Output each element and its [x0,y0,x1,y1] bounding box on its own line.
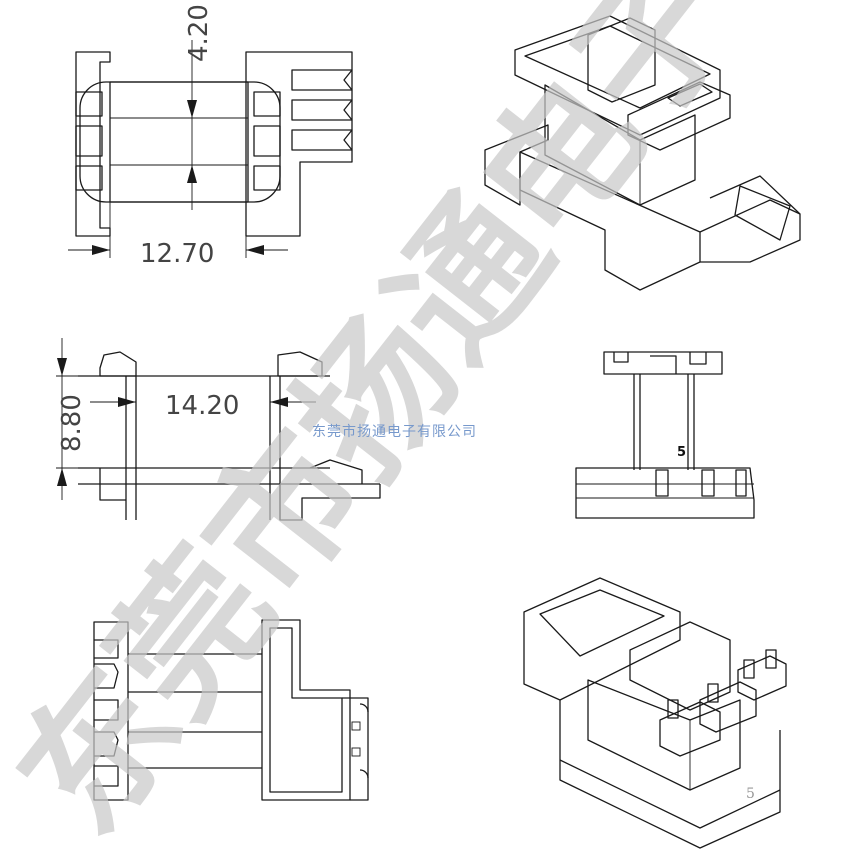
dim-top-width: 12.70 [140,239,214,269]
iso-pin-count-label: 5 [746,786,755,802]
iso-view-bottom: 5 [523,577,787,849]
dim-top-height: 4.20 [184,4,214,62]
watermark: 东莞市扬通电子 东莞市扬通电子有限公司 [0,0,770,858]
dim-front-width: 14.20 [165,391,239,421]
bottom-view [93,619,369,801]
iso-view-top [484,15,801,291]
watermark-small-text: 东莞市扬通电子有限公司 [312,423,477,440]
top-view: 4.20 12.70 [68,4,353,269]
side-view: 5 [575,351,755,519]
dim-front-height: 8.80 [57,394,87,452]
front-view: 8.80 14.20 [56,338,381,521]
side-pin-count-label: 5 [677,445,686,460]
